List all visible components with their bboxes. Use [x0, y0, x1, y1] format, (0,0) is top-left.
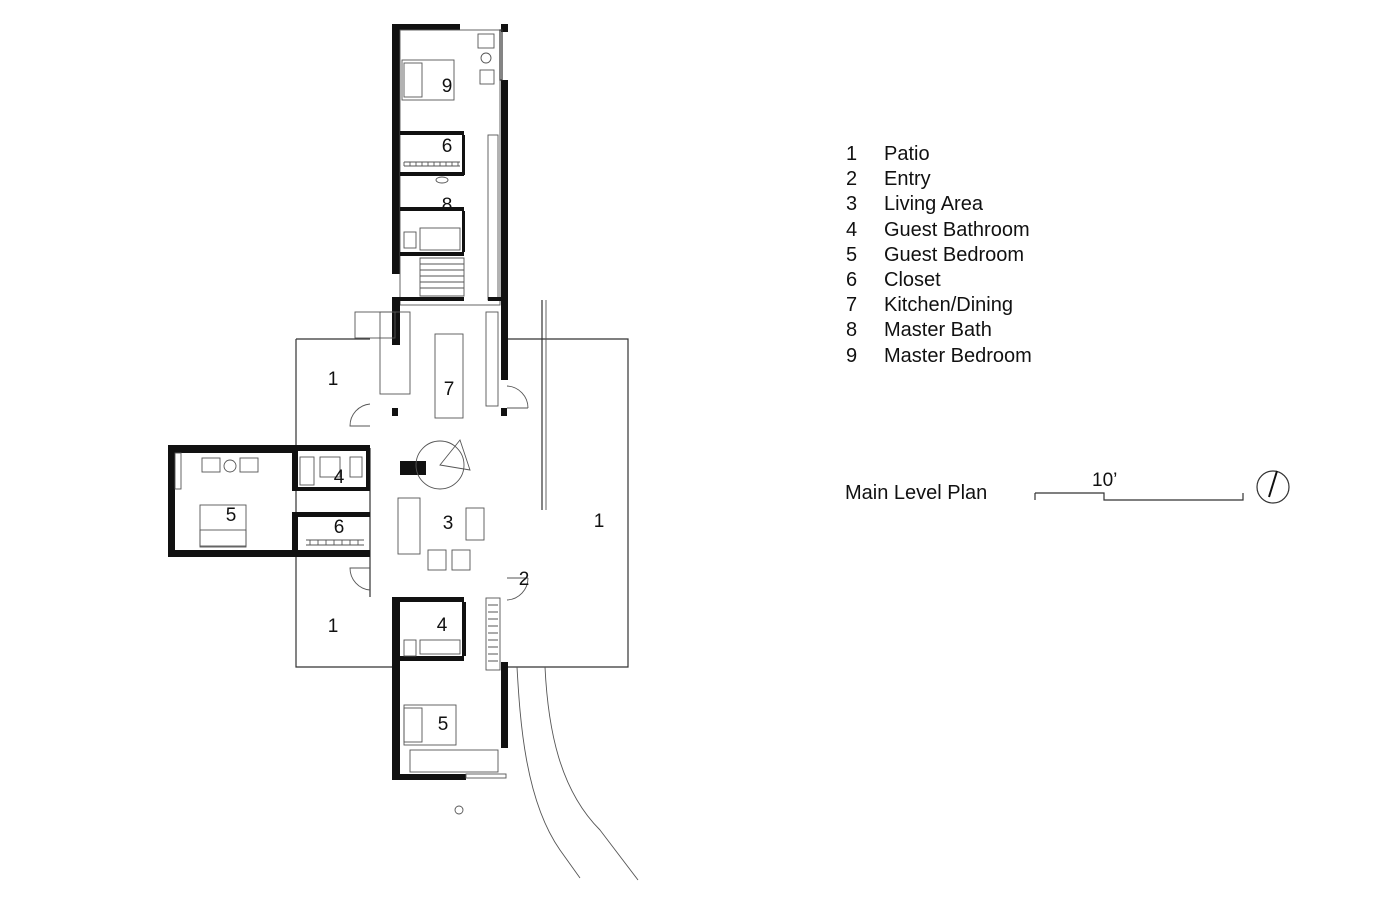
- room-label-guest-bath-south: 4: [437, 615, 448, 636]
- room-label-entry: 2: [519, 569, 530, 590]
- room-label-kitchen: 7: [444, 379, 455, 400]
- scale-bar: [1034, 492, 1244, 501]
- room-label-master-bath: 8: [442, 195, 453, 216]
- room-label-patio-east: 1: [594, 511, 605, 532]
- master-wing: [392, 24, 508, 380]
- plan-title: Main Level Plan: [845, 482, 988, 504]
- garden-path: [516, 666, 639, 881]
- core-area: [349, 297, 547, 601]
- room-label-patio-west-upper: 1: [328, 369, 339, 390]
- room-label-guest-bath-west: 4: [334, 467, 345, 488]
- south-guest-wing: [392, 597, 508, 815]
- room-label-living: 3: [443, 513, 454, 534]
- room-label-guest-bed-south: 5: [438, 714, 449, 735]
- west-guest-wing: [168, 445, 371, 591]
- room-label-master-bed: 9: [442, 76, 453, 97]
- room-label-patio-west-lower: 1: [328, 616, 339, 637]
- room-label-closet-master: 6: [442, 136, 453, 157]
- room-label-guest-bed-west: 5: [226, 505, 237, 526]
- patio-outline: [295, 338, 629, 668]
- north-arrow-icon: [1256, 470, 1290, 504]
- scale-label: 10’: [1092, 470, 1118, 491]
- room-label-closet-west: 6: [334, 517, 345, 538]
